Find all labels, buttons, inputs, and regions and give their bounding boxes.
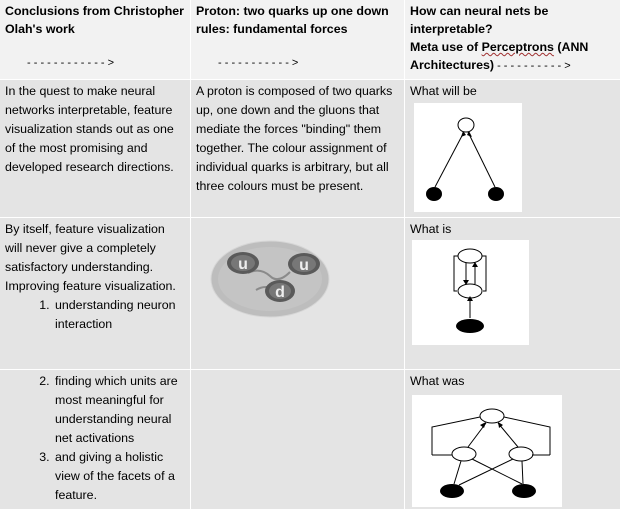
header-col2-line1: Proton: two quarks up one down [196,4,389,18]
header-col1-arrow: - - - - - - - - - - - - > [27,57,115,69]
perceptron-diagram [414,103,522,212]
row2-col1: By itself, feature visualization will ne… [0,218,190,369]
quark-up-1: u [238,256,248,273]
row3-col2 [191,370,404,509]
row1-col3-label: What will be [410,84,477,98]
quark-down: d [275,284,285,301]
header-col3-line2: interpretable? [410,22,493,36]
header-col3-arrow: - - - - - - - - - - > [494,60,571,72]
row2-col1-text: By itself, feature visualization will ne… [5,222,176,293]
input-node-right [488,187,504,201]
proton-illustration: u u d [210,240,330,318]
row1-col2-text: A proton is composed of two quarks up, o… [196,84,393,193]
header-col3-line3: Meta use of Perceptrons (ANN [410,40,589,54]
row1-col1-text: In the quest to make neural networks int… [5,84,174,174]
list-item: and giving a holistic view of the facets… [53,448,185,505]
header-col3-line1: How can neural nets be [410,4,549,18]
list-item: finding which units are most meaningful … [53,372,185,448]
input-node-left [426,187,442,201]
row2-col3-label: What is [410,222,452,236]
output-node [457,117,475,133]
row3-list: finding which units are most meaningful … [5,372,185,505]
quark-up-2: u [299,257,309,274]
row1-col2: A proton is composed of two quarks up, o… [191,80,404,217]
header-col1-line2: Olah's work [5,22,75,36]
row2-list: understanding neuron interaction [5,296,185,334]
header-col2-line2: rules: fundamental forces [196,22,348,36]
header-col2-arrow: - - - - - - - - - - - > [218,57,299,69]
list-item: understanding neuron interaction [53,296,185,334]
header-col2: Proton: two quarks up one down rules: fu… [191,0,404,79]
chain-network-diagram [412,240,529,345]
header-col1-line1: Conclusions from Christopher [5,4,184,18]
header-col3-line4: Architectures) [410,58,495,72]
header-col3-perceptrons: Perceptrons [481,40,554,54]
row1-col1: In the quest to make neural networks int… [0,80,190,217]
header-col1: Conclusions from Christopher Olah's work… [0,0,190,79]
row3-col1: finding which units are most meaningful … [0,370,190,509]
header-col3: How can neural nets be interpretable? Me… [405,0,620,79]
cross-network-diagram [412,395,562,507]
row3-col3-label: What was [410,374,465,388]
